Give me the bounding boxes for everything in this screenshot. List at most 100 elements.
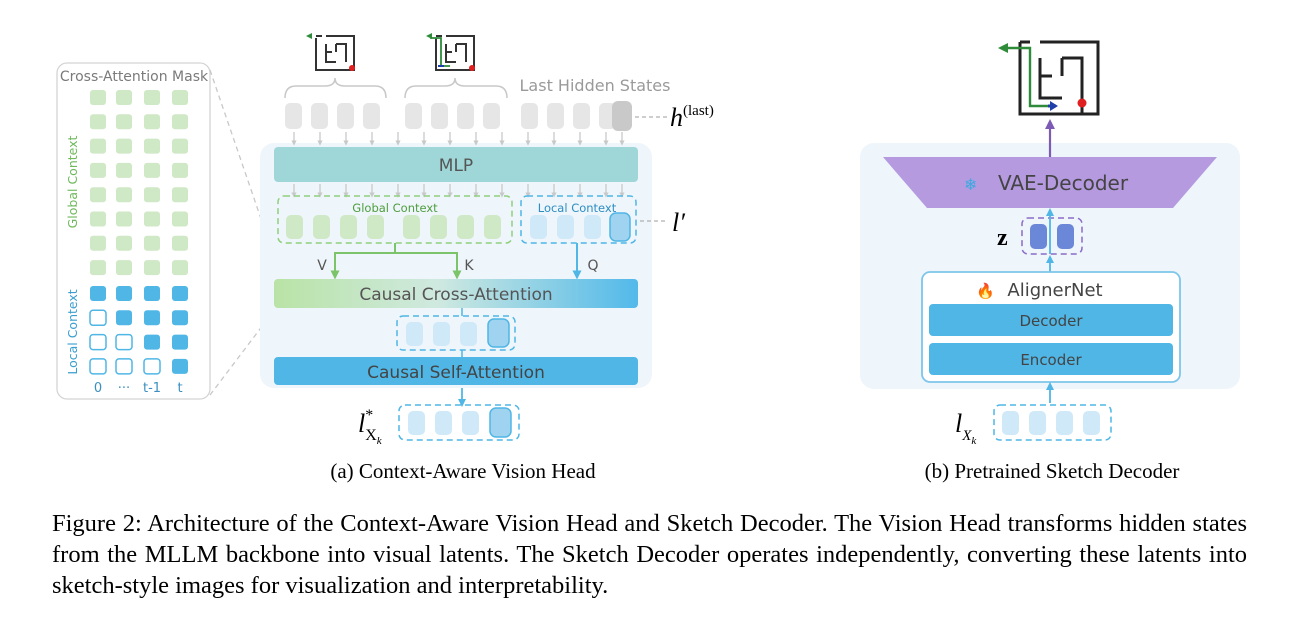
mask-cell-local-on bbox=[90, 286, 106, 301]
mask-cell-local-on bbox=[172, 310, 188, 326]
mask-cell-global bbox=[90, 90, 106, 105]
h-last-label: h(last) bbox=[670, 103, 714, 132]
mask-cell-global bbox=[90, 187, 106, 203]
k-arrow bbox=[395, 252, 462, 280]
mask-cell-global bbox=[144, 187, 160, 203]
hidden-state-token bbox=[311, 103, 328, 129]
output-token bbox=[435, 411, 452, 435]
last-hidden-states-label: Last Hidden States bbox=[520, 76, 671, 95]
encoder-label: Encoder bbox=[1020, 351, 1082, 369]
intermediate-token bbox=[460, 322, 477, 346]
hidden-to-mlp-arrows bbox=[291, 132, 625, 146]
aligner-net-label: AlignerNet bbox=[1007, 280, 1102, 301]
z-token-box bbox=[1021, 217, 1083, 255]
input-token bbox=[1029, 411, 1046, 435]
panel-b-caption: (b) Pretrained Sketch Decoder bbox=[925, 459, 1180, 483]
intermediate-token bbox=[406, 322, 423, 346]
brace-1 bbox=[284, 77, 387, 99]
intermediate-token bbox=[433, 322, 450, 346]
vae-decoder-block bbox=[883, 157, 1217, 208]
hidden-state-token bbox=[337, 103, 354, 129]
mask-local-label: Local Context bbox=[65, 289, 80, 374]
cross-attention-label: Causal Cross-Attention bbox=[359, 285, 552, 305]
local-context-label: Local Context bbox=[538, 201, 617, 215]
v-label: V bbox=[317, 258, 327, 274]
mask-cell-global bbox=[116, 260, 132, 276]
mask-cell-global bbox=[90, 235, 106, 251]
mask-grid bbox=[89, 90, 188, 375]
mask-cell-local-on bbox=[172, 334, 188, 350]
mask-cell-local-off bbox=[89, 333, 107, 351]
maze-thumbnail-1 bbox=[306, 32, 358, 74]
hidden-state-token bbox=[547, 103, 564, 129]
cross-attention-block bbox=[274, 279, 638, 308]
input-tokens bbox=[1002, 411, 1100, 435]
mask-cell-local-on bbox=[172, 358, 188, 374]
hidden-state-token bbox=[483, 103, 500, 129]
global-token bbox=[286, 215, 303, 239]
input-token bbox=[1083, 411, 1100, 435]
mask-x-label-0: 0 bbox=[94, 381, 102, 396]
mask-x-label-2: t-1 bbox=[143, 381, 161, 396]
mask-cell-global bbox=[144, 90, 160, 105]
hidden-state-token bbox=[363, 103, 380, 129]
global-token bbox=[484, 215, 501, 239]
hidden-state-token bbox=[405, 103, 422, 129]
mask-cell-global bbox=[144, 260, 160, 276]
mask-cell-global bbox=[116, 114, 132, 130]
mask-cell-global bbox=[116, 138, 132, 154]
global-token bbox=[340, 215, 357, 239]
input-token bbox=[1002, 411, 1019, 435]
mask-cell-global bbox=[172, 90, 188, 105]
flame-icon: 🔥 bbox=[976, 282, 995, 300]
z-token bbox=[1057, 224, 1074, 249]
mask-cell-global bbox=[90, 114, 106, 130]
mask-cell-global bbox=[116, 90, 132, 105]
brace-2 bbox=[404, 77, 508, 99]
mask-cell-global bbox=[90, 138, 106, 154]
input-token bbox=[1056, 411, 1073, 435]
v-arrow bbox=[330, 243, 396, 280]
mask-cell-global bbox=[116, 162, 132, 178]
global-token bbox=[457, 215, 474, 239]
panel-b: ❄ VAE-Decoder z 🔥 AlignerNet Decoder Enc… bbox=[860, 36, 1240, 483]
global-context-label: Global Context bbox=[352, 201, 438, 215]
mask-cell-global bbox=[144, 235, 160, 251]
local-token bbox=[557, 215, 574, 239]
global-token bbox=[313, 215, 330, 239]
mlp-block bbox=[274, 147, 638, 182]
architecture-diagram: Cross-Attention Mask Global Context Loca… bbox=[56, 32, 1240, 483]
q-label: Q bbox=[587, 258, 598, 274]
hidden-state-token bbox=[599, 103, 616, 129]
mlp-to-context-arrows bbox=[291, 184, 625, 198]
panel-a: Cross-Attention Mask Global Context Loca… bbox=[56, 32, 714, 483]
mask-cell-local-on bbox=[144, 310, 160, 326]
k-label: K bbox=[464, 258, 474, 274]
hidden-state-token bbox=[521, 103, 538, 129]
maze-thumbnail-2 bbox=[426, 32, 478, 74]
mask-cell-global bbox=[116, 211, 132, 227]
local-token-current bbox=[609, 212, 631, 242]
mask-cell-global bbox=[172, 260, 188, 276]
hidden-states-row bbox=[285, 101, 632, 131]
mask-title: Cross-Attention Mask bbox=[60, 69, 209, 85]
z-token bbox=[1030, 224, 1047, 249]
mask-cell-global bbox=[144, 162, 160, 178]
l-x-label: lXk bbox=[955, 409, 977, 447]
decoder-label: Decoder bbox=[1019, 312, 1083, 330]
mask-cell-global bbox=[172, 114, 188, 130]
mask-cell-global bbox=[90, 260, 106, 276]
output-maze bbox=[998, 36, 1102, 118]
mask-cell-global bbox=[144, 114, 160, 130]
mask-cell-local-on bbox=[144, 334, 160, 350]
cross-attention-mask-panel: Cross-Attention Mask Global Context Loca… bbox=[56, 62, 211, 400]
mask-x-label-3: t bbox=[177, 381, 182, 396]
hidden-state-token bbox=[431, 103, 448, 129]
hidden-state-token bbox=[285, 103, 302, 129]
hidden-state-token bbox=[573, 103, 590, 129]
mask-cell-global bbox=[172, 235, 188, 251]
intermediate-token-current bbox=[487, 318, 510, 348]
mask-cell-global bbox=[172, 211, 188, 227]
global-token bbox=[367, 215, 384, 239]
global-context-tokens bbox=[286, 215, 501, 239]
